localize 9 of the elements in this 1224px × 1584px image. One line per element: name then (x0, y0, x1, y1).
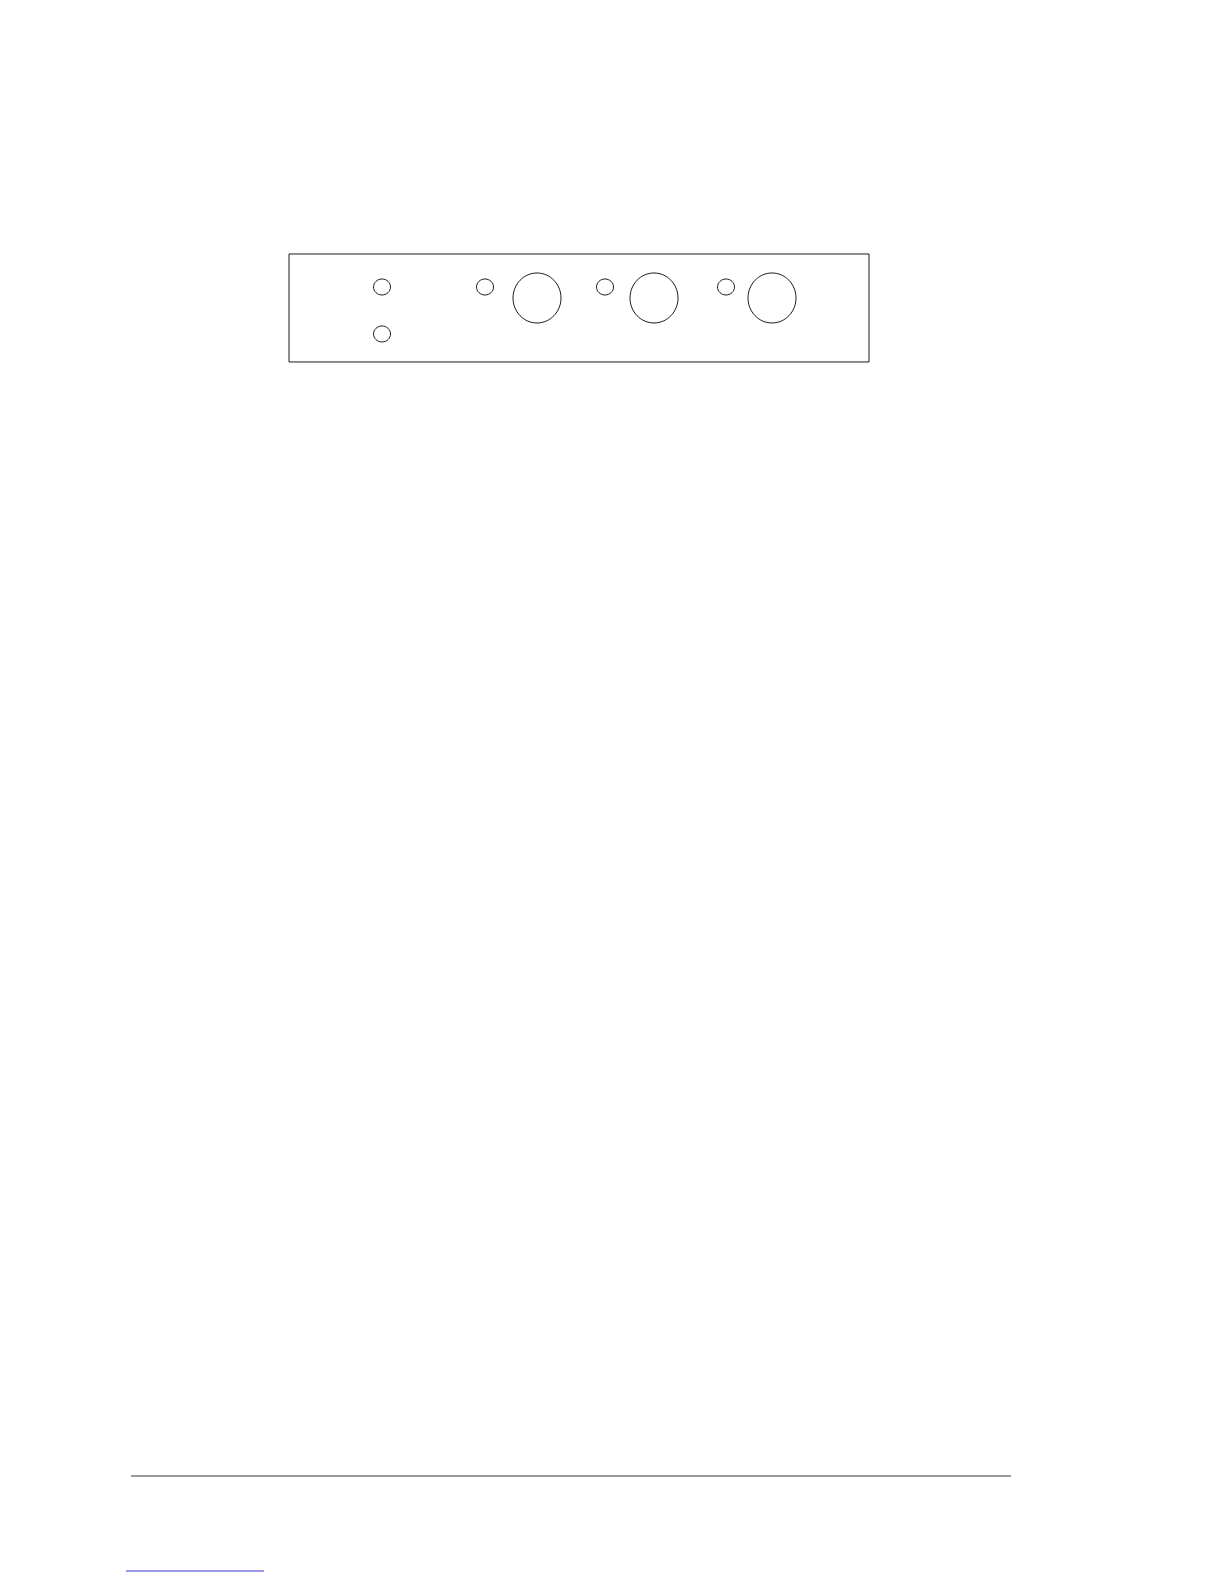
mounting-hole (373, 278, 391, 296)
panel-outline (288, 253, 870, 363)
mounting-hole (747, 272, 797, 324)
mounting-hole (373, 325, 391, 343)
mounting-hole (717, 278, 735, 296)
mounting-hole (512, 272, 562, 324)
mounting-hole (596, 278, 614, 296)
mounting-hole (629, 272, 679, 324)
mounting-hole (476, 278, 494, 296)
